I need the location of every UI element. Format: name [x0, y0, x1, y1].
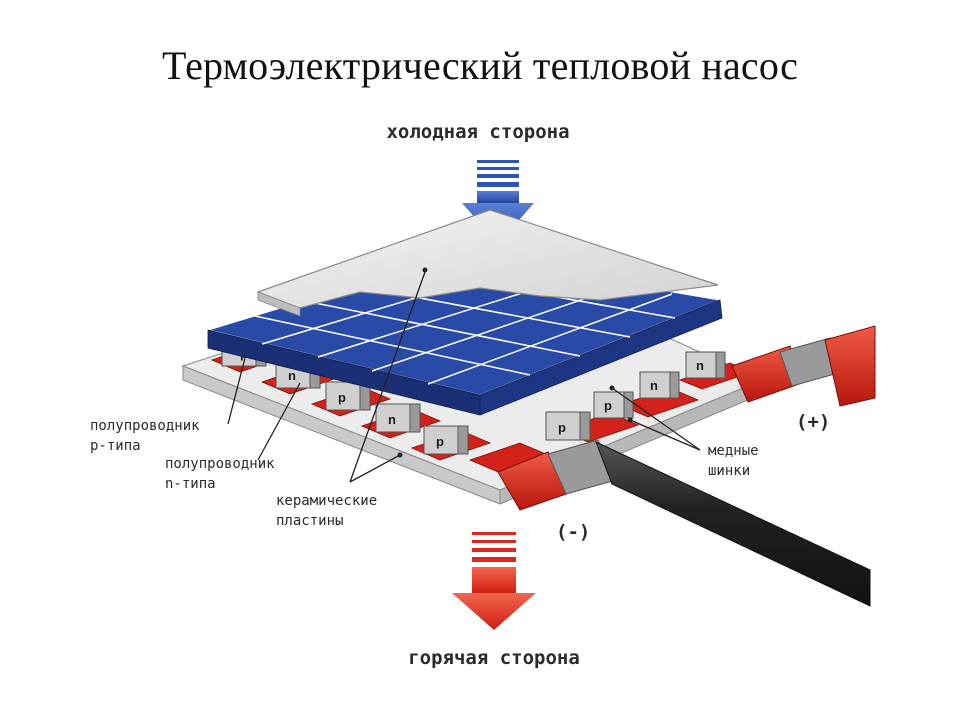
p-type-label: p-типа — [90, 438, 141, 454]
hot-arrow-icon — [452, 532, 536, 630]
top-ceramic-plate — [256, 209, 719, 317]
n-type-label: n-типа — [165, 476, 216, 492]
pellet-n: n — [650, 378, 658, 393]
n-semiconductor-label: полупроводник — [165, 456, 275, 472]
minus-label: (-) — [556, 521, 590, 543]
leader-dot — [609, 385, 615, 391]
p-semiconductor-label: полупроводник — [90, 418, 200, 434]
negative-wire — [497, 439, 871, 607]
leader-lines — [227, 271, 701, 483]
pellet-p: p — [436, 434, 444, 449]
leader-dot — [422, 267, 428, 273]
cold-side-label: холодная сторона — [386, 121, 569, 143]
page-title: Термоэлектрический тепловой насос — [161, 43, 799, 88]
pellet-p: p — [338, 390, 346, 405]
pellet-p: p — [604, 398, 612, 413]
pellet-n: n — [288, 368, 296, 383]
buses-label: шинки — [708, 463, 750, 479]
copper-label: медные — [708, 443, 759, 459]
plus-label: (+) — [796, 411, 830, 433]
plates-label: пластины — [276, 513, 343, 529]
pellet-n: n — [696, 358, 704, 373]
hot-side-label: горячая сторона — [408, 647, 580, 669]
pellet-n: n — [388, 412, 396, 427]
ceramic-label: керамические — [276, 493, 377, 509]
leader-dot — [627, 417, 633, 423]
pellet-p: p — [558, 420, 566, 435]
leader-dot — [397, 452, 403, 458]
positive-wire — [731, 325, 876, 407]
